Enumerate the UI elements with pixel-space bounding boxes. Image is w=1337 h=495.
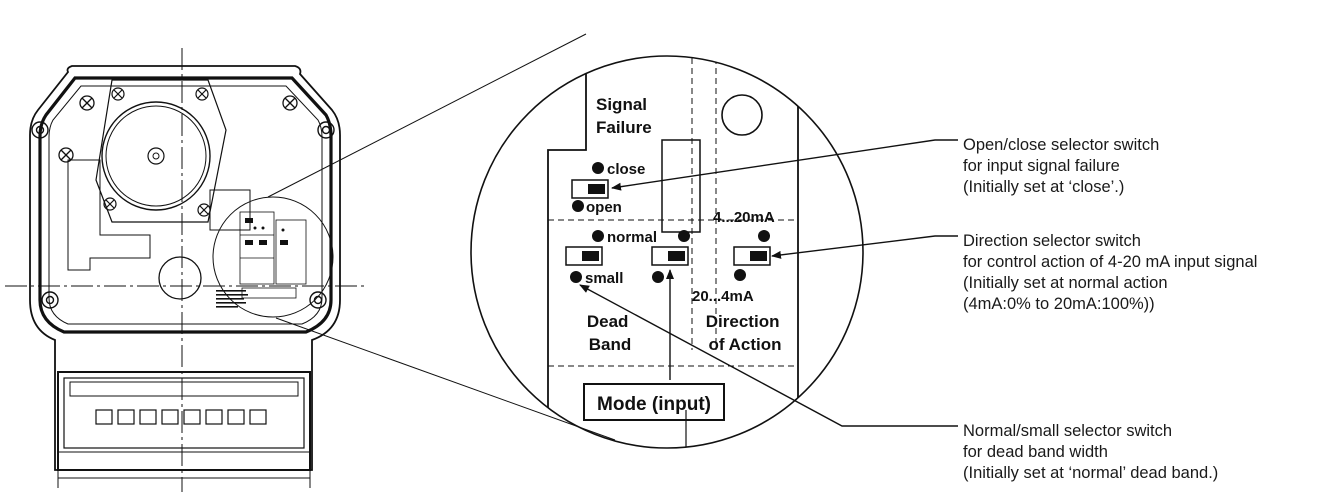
callout-signal-failure-line2: for input signal failure (963, 157, 1120, 175)
dead-band-switch[interactable] (565, 246, 603, 266)
direction-switch[interactable] (733, 246, 771, 266)
callout-direction-line4: (4mA:0% to 20mA:100%)) (963, 295, 1155, 313)
mode-input-label: Mode (input) (597, 394, 711, 415)
actuator-body (5, 48, 368, 492)
signal-failure-label: Signal Failure (596, 95, 652, 137)
indicator-dots (570, 162, 770, 283)
callout-signal-failure-title: Open/close selector switch (963, 136, 1160, 154)
callout-dead-band-title: Normal/small selector switch (963, 422, 1173, 440)
callout-dead-band-line2: for dead band width (963, 443, 1108, 461)
normal-label: normal (607, 229, 657, 246)
callout-direction-line2: for control action of 4-20 mA input sign… (963, 253, 1258, 271)
callout-signal-failure: Open/close selector switch for input sig… (963, 135, 1159, 198)
callout-direction-title: Direction selector switch (963, 232, 1141, 250)
callout-dead-band-line3: (Initially set at ‘normal’ dead band.) (963, 464, 1219, 482)
magnifier-lines (267, 33, 616, 441)
small-label: small (585, 270, 623, 287)
third-selector-switch[interactable] (651, 246, 689, 266)
callout-direction-line3: (Initially set at normal action (963, 274, 1168, 292)
magnified-view: Signal Failure close open normal small 4… (470, 55, 864, 449)
leader-lines (579, 139, 958, 427)
range-bottom-label: 20...4mA (692, 288, 754, 305)
close-label: close (607, 161, 645, 178)
dead-band-label: Dead Band (587, 312, 633, 354)
callout-direction: Direction selector switch for control ac… (963, 231, 1257, 315)
open-label: open (586, 199, 622, 216)
direction-of-action-label: Direction of Action (706, 312, 784, 354)
callout-dead-band: Normal/small selector switch for dead ba… (963, 421, 1218, 484)
callout-signal-failure-line3: (Initially set at ‘close’.) (963, 178, 1125, 196)
signal-failure-switch[interactable] (571, 179, 609, 199)
range-top-label: 4...20mA (713, 209, 775, 226)
